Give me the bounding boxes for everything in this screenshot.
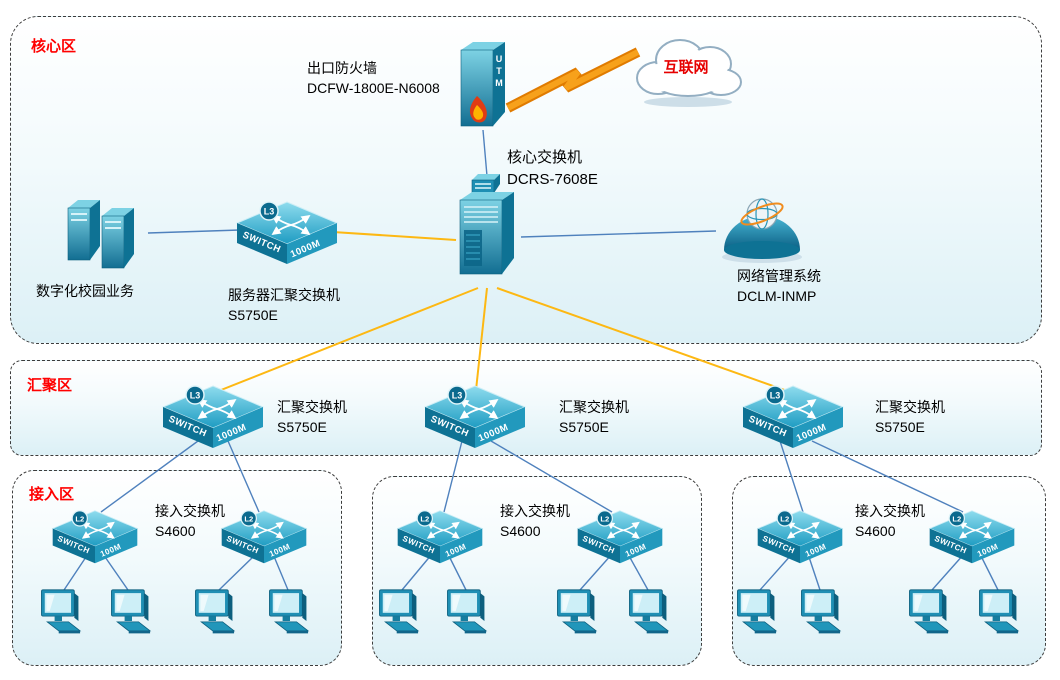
link-acc3b-pc12 xyxy=(979,553,999,591)
link-core-agg3 xyxy=(496,287,791,393)
pc-icon-9 xyxy=(735,588,781,636)
campus-servers-icon xyxy=(62,196,146,272)
access-switch-3b-icon xyxy=(928,509,1016,565)
link-firewall-core xyxy=(482,129,488,177)
firewall-icon xyxy=(457,40,509,132)
link-agg1-acc1a xyxy=(100,440,199,513)
device-name: 网络管理系统 xyxy=(737,268,821,284)
device-model: S4600 xyxy=(855,523,896,540)
link-core-agg1 xyxy=(215,287,479,393)
device-name: 接入交换机 xyxy=(155,503,225,519)
agg-switch-3-icon xyxy=(741,384,845,450)
server-agg-switch-label: 服务器汇聚交换机 S5750E xyxy=(228,285,340,326)
pc-icon-3 xyxy=(193,588,239,636)
link-core-agg2 xyxy=(475,287,488,391)
access-switch-1b-icon xyxy=(220,509,308,565)
link-acc1a-pc2 xyxy=(102,553,129,591)
link-acc2a-pc6 xyxy=(447,553,467,591)
pc-icon-1 xyxy=(39,588,85,636)
access-switch-1a-icon xyxy=(51,509,139,565)
device-name: 服务器汇聚交换机 xyxy=(228,287,340,303)
link-acc3a-pc9 xyxy=(759,553,793,591)
zone-core: 核心区 xyxy=(10,16,1042,344)
access-switch-label-3: 接入交换机 S4600 xyxy=(855,501,925,542)
blue-links xyxy=(63,129,999,591)
device-name: 接入交换机 xyxy=(500,503,570,519)
lightning-bolt-icon xyxy=(505,47,641,113)
pc-icon-5 xyxy=(377,588,423,636)
access-switch-2b-icon xyxy=(576,509,664,565)
pc-icon-4 xyxy=(267,588,313,636)
core-switch-label: 核心交换机 DCRS-7608E xyxy=(507,147,598,191)
device-name: 接入交换机 xyxy=(855,503,925,519)
campus-services-label: 数字化校园业务 xyxy=(36,281,134,301)
agg-switch-3-label: 汇聚交换机 S5750E xyxy=(875,397,945,438)
pc-icon-11 xyxy=(907,588,953,636)
access-switch-label-1: 接入交换机 S4600 xyxy=(155,501,225,542)
device-model: S5750E xyxy=(277,419,327,436)
zone-access-2 xyxy=(372,476,702,666)
device-name: 出口防火墙 xyxy=(307,60,377,76)
link-agg2-acc2b xyxy=(490,440,613,513)
agg-switch-2-label: 汇聚交换机 S5750E xyxy=(559,397,629,438)
link-acc2a-pc5 xyxy=(401,553,433,591)
device-model: DCRS-7608E xyxy=(507,170,598,188)
link-acc2b-pc7 xyxy=(579,553,613,591)
device-model: S4600 xyxy=(500,523,541,540)
device-name: 汇聚交换机 xyxy=(559,399,629,415)
link-agg1-acc1b xyxy=(227,440,260,513)
device-model: S5750E xyxy=(875,419,925,436)
zone-access-label: 接入区 xyxy=(29,486,75,503)
orange-uplinks xyxy=(215,231,791,393)
device-name: 汇聚交换机 xyxy=(277,399,347,415)
device-name: 数字化校园业务 xyxy=(36,283,134,299)
link-acc2b-pc8 xyxy=(627,553,649,591)
link-agg3-acc3a xyxy=(779,440,804,513)
nms-icon xyxy=(714,190,810,264)
device-model: S4600 xyxy=(155,523,196,540)
access-switch-2a-icon xyxy=(396,509,484,565)
device-model: S5750E xyxy=(559,419,609,436)
pc-icon-12 xyxy=(977,588,1023,636)
access-switch-label-2: 接入交换机 S4600 xyxy=(500,501,570,542)
device-model: DCFW-1800E-N6008 xyxy=(307,80,440,97)
link-acc3a-pc10 xyxy=(807,553,821,591)
device-name: 汇聚交换机 xyxy=(875,399,945,415)
agg-switch-1-label: 汇聚交换机 S5750E xyxy=(277,397,347,438)
access-switch-3a-icon xyxy=(756,509,844,565)
agg-switch-2-icon xyxy=(423,384,527,450)
link-serveragg-core xyxy=(332,231,457,241)
agg-switch-1-icon xyxy=(161,384,265,450)
pc-icon-2 xyxy=(109,588,155,636)
link-agg2-acc2a xyxy=(443,440,463,513)
link-acc1a-pc1 xyxy=(63,553,89,591)
pc-icon-10 xyxy=(799,588,845,636)
pc-icon-7 xyxy=(555,588,601,636)
server-agg-switch-icon xyxy=(235,200,339,266)
pc-icon-6 xyxy=(445,588,491,636)
link-acc1b-pc3 xyxy=(218,553,257,591)
nms-label: 网络管理系统 DCLM-INMP xyxy=(737,266,821,307)
device-model: S5750E xyxy=(228,307,278,324)
link-acc3b-pc11 xyxy=(931,553,965,591)
firewall-label: 出口防火墙 DCFW-1800E-N6008 xyxy=(307,58,440,99)
zone-access-3 xyxy=(732,476,1046,666)
link-agg3-acc3b xyxy=(811,440,964,513)
bolt-fill xyxy=(506,49,640,111)
device-name: 核心交换机 xyxy=(507,149,583,166)
device-model: DCLM-INMP xyxy=(737,288,817,305)
pc-icon-8 xyxy=(627,588,673,636)
link-servers-serveragg xyxy=(147,229,241,234)
link-core-nms xyxy=(520,230,717,238)
zone-core-label: 核心区 xyxy=(31,38,77,55)
link-acc1b-pc4 xyxy=(272,553,289,591)
zone-aggregation-label: 汇聚区 xyxy=(27,377,73,394)
internet-cloud xyxy=(628,26,748,108)
